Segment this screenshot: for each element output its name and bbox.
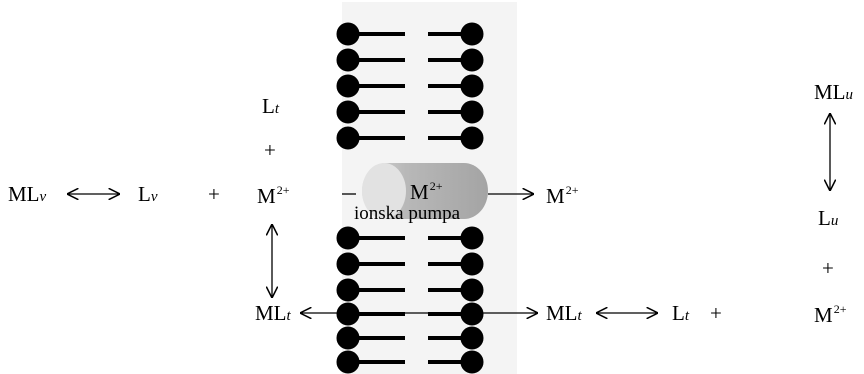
label-ml-u: MLu — [814, 80, 853, 104]
lipid-molecule — [336, 252, 405, 276]
lipid-molecule — [428, 74, 484, 98]
lipid-molecule — [428, 226, 484, 250]
label-ml-t-left: MLt — [255, 301, 291, 325]
label-ml-t-right: MLt — [546, 301, 582, 325]
lipid-molecule — [336, 350, 405, 374]
label-m-far-right: M2+ — [814, 302, 847, 327]
lipid-molecule — [428, 252, 484, 276]
lipid-molecule — [336, 226, 405, 250]
label-plus-lv-m: + — [208, 182, 220, 206]
reaction-arrows — [67, 113, 830, 313]
lipid-molecule — [336, 100, 405, 124]
ion-pump-channel — [362, 163, 488, 219]
lipid-molecule — [428, 48, 484, 72]
label-l-t-right: Lt — [672, 301, 689, 325]
lipid-molecule — [428, 100, 484, 124]
label-m-left: M2+ — [257, 183, 290, 208]
label-plus-right: + — [822, 256, 834, 280]
lipid-molecule — [428, 326, 484, 350]
label-m-right: M2+ — [546, 183, 579, 208]
lipid-molecule — [336, 126, 405, 150]
lipid-molecule — [428, 278, 484, 302]
label-ion-pump: ionska pumpa — [354, 203, 461, 224]
lipid-molecule — [336, 22, 405, 46]
lipid-molecule — [428, 22, 484, 46]
lipid-molecule — [428, 350, 484, 374]
lipid-molecule — [336, 74, 405, 98]
label-l-u: Lu — [818, 206, 839, 230]
lipid-bilayer-right-leaflet — [428, 22, 484, 374]
label-plus-top: + — [264, 138, 276, 162]
lipid-molecule — [336, 278, 405, 302]
label-m-pump: M2+ — [410, 179, 443, 204]
label-l-v: Lv — [138, 182, 158, 206]
lipid-molecule — [428, 126, 484, 150]
label-ml-v: MLv — [8, 182, 47, 206]
lipid-molecule — [336, 326, 405, 350]
label-l-t-top: Lt — [262, 94, 279, 118]
label-plus-bottom: + — [710, 301, 722, 325]
lipid-molecule — [336, 48, 405, 72]
